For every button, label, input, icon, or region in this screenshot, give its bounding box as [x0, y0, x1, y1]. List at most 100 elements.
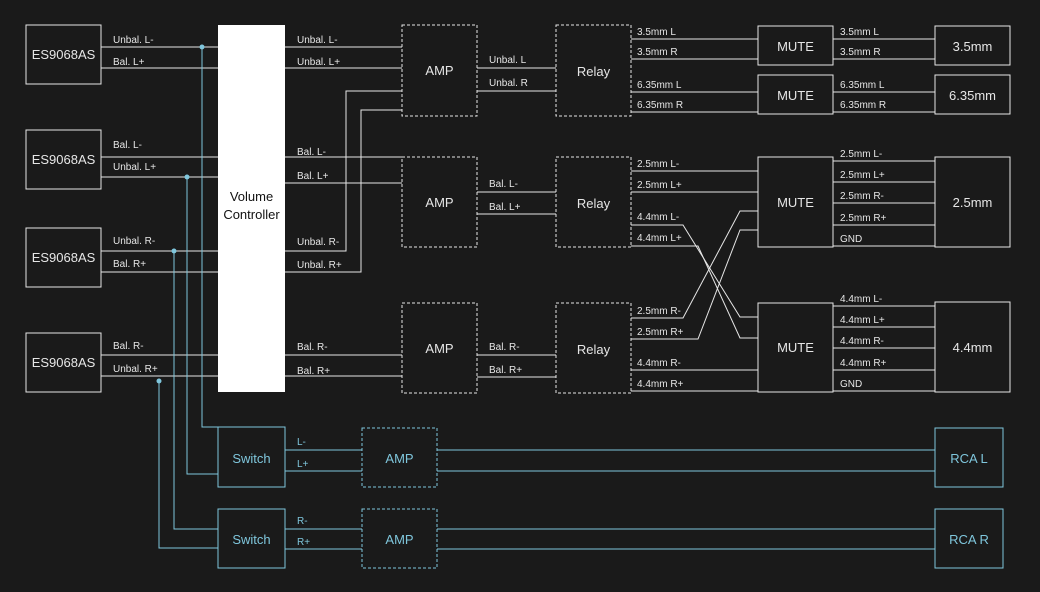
wire-label: 3.5mm R — [637, 47, 678, 58]
rca-r: RCA R — [934, 508, 1004, 569]
wire-label: Bal. L+ — [489, 202, 521, 213]
relay-label: Relay — [577, 342, 611, 357]
mute-block-1: MUTE — [757, 25, 834, 66]
mute-block-3: MUTE — [757, 156, 834, 248]
wire-label: Unbal. R — [489, 78, 528, 89]
line-amp-block-1: AMP — [361, 427, 438, 488]
dac-label: ES9068AS — [32, 250, 96, 265]
analog-tap-wires — [158, 47, 218, 549]
wire-label: 4.4mm R+ — [840, 358, 887, 369]
wire-label: Unbal. L — [489, 55, 527, 66]
relay-block-2: Relay — [555, 156, 632, 248]
rca-label: RCA L — [950, 451, 988, 466]
wire-label: Bal. R- — [297, 342, 328, 353]
relay-block-1: Relay — [555, 24, 632, 117]
jack-label: 3.5mm — [953, 39, 993, 54]
wire-label: GND — [840, 234, 862, 245]
mute-label: MUTE — [777, 88, 814, 103]
relay-to-mute-wires — [631, 38, 758, 392]
line-amp-label: AMP — [385, 532, 413, 547]
relay-label: Relay — [577, 64, 611, 79]
amp-block-3: AMP — [401, 302, 478, 394]
jack-label: 6.35mm — [949, 88, 996, 103]
wire-label: Unbal. R- — [297, 237, 339, 248]
wire-label: R- — [297, 516, 308, 527]
wire-label: Bal. L- — [113, 140, 142, 151]
wire-label: 4.4mm R- — [637, 358, 681, 369]
wire-label: Unbal. R- — [113, 236, 155, 247]
wire-label: Unbal. R+ — [113, 364, 158, 375]
vc-output-labels: Unbal. L- Unbal. L+ Bal. L- Bal. L+ Unba… — [297, 35, 342, 377]
dac-block-1: ES9068AS — [25, 24, 102, 85]
line-amp-block-2: AMP — [361, 508, 438, 569]
wire-label: 2.5mm R+ — [840, 213, 887, 224]
wire-label: 2.5mm L+ — [840, 170, 885, 181]
relay-block-3: Relay — [555, 302, 632, 394]
jack-2-5mm: 2.5mm — [934, 156, 1011, 248]
dac-block-2: ES9068AS — [25, 129, 102, 190]
wire-label: Bal. L- — [489, 179, 518, 190]
amp-label: AMP — [425, 341, 453, 356]
wire-label: 3.5mm L — [637, 27, 676, 38]
amp-block-1: AMP — [401, 24, 478, 117]
relay-output-labels: 3.5mm L 3.5mm R 6.35mm L 6.35mm R 2.5mm … — [637, 27, 684, 390]
wire-label: 3.5mm R — [840, 47, 881, 58]
wire-label: 4.4mm L+ — [637, 233, 682, 244]
jack-label: 4.4mm — [953, 340, 993, 355]
wire-label: 4.4mm L+ — [840, 315, 885, 326]
mute-block-2: MUTE — [757, 74, 834, 115]
jack-label: 2.5mm — [953, 195, 993, 210]
wire-label: Bal. R+ — [489, 365, 522, 376]
amp-label: AMP — [425, 63, 453, 78]
switch-output-labels: L- L+ R- R+ — [297, 437, 310, 548]
switch-label: Switch — [232, 451, 270, 466]
wire-label: Bal. L- — [297, 147, 326, 158]
switch-to-amp-wires — [285, 449, 362, 550]
vc-to-amp-wires — [285, 46, 402, 377]
wire-label: 2.5mm R- — [840, 191, 884, 202]
wire-label: Unbal. R+ — [297, 260, 342, 271]
mute-output-labels: 3.5mm L 3.5mm R 6.35mm L 6.35mm R 2.5mm … — [840, 27, 887, 390]
dac-block-4: ES9068AS — [25, 332, 102, 393]
wire-label: Bal. L+ — [297, 171, 329, 182]
dac-block-3: ES9068AS — [25, 227, 102, 288]
relay-label: Relay — [577, 196, 611, 211]
wire-label: Bal. R- — [489, 342, 520, 353]
wire-label: 4.4mm L- — [637, 212, 679, 223]
line-amp-label: AMP — [385, 451, 413, 466]
mute-block-4: MUTE — [757, 302, 834, 393]
dac-output-labels: Unbal. L- Bal. L+ Bal. L- Unbal. L+ Unba… — [113, 35, 158, 375]
wire-label: Unbal. L+ — [297, 57, 340, 68]
wire-label: 6.35mm L — [637, 80, 682, 91]
wire-label: Unbal. L- — [297, 35, 338, 46]
amp-block-2: AMP — [401, 156, 478, 248]
jack-3-5mm: 3.5mm — [934, 25, 1011, 66]
switch-label: Switch — [232, 532, 270, 547]
dac-label: ES9068AS — [32, 152, 96, 167]
dac-label: ES9068AS — [32, 47, 96, 62]
wire-label: 6.35mm R — [637, 100, 683, 111]
wire-label: Unbal. L+ — [113, 162, 156, 173]
amp-label: AMP — [425, 195, 453, 210]
rca-label: RCA R — [949, 532, 989, 547]
wire-label: L+ — [297, 459, 309, 470]
wire-label: Bal. R+ — [113, 259, 146, 270]
mute-label: MUTE — [777, 195, 814, 210]
volume-controller-label-line1: Volume — [230, 189, 273, 204]
wire-label: 4.4mm R- — [840, 336, 884, 347]
switch-block-2: Switch — [217, 508, 286, 569]
dac-label: ES9068AS — [32, 355, 96, 370]
amp-to-relay-wires — [477, 67, 556, 378]
wire-label: 4.4mm L- — [840, 294, 882, 305]
jack-6-35mm: 6.35mm — [934, 74, 1011, 115]
mute-label: MUTE — [777, 340, 814, 355]
wire-label: L- — [297, 437, 306, 448]
amp-output-labels: Unbal. L Unbal. R Bal. L- Bal. L+ Bal. R… — [489, 55, 528, 376]
analog-tap-dots — [156, 44, 205, 384]
wire-label: 2.5mm R+ — [637, 327, 684, 338]
rca-l: RCA L — [934, 427, 1004, 488]
wire-label: 2.5mm L+ — [637, 180, 682, 191]
wire-label: 2.5mm L- — [840, 149, 882, 160]
mute-to-jack-wires — [833, 38, 935, 392]
